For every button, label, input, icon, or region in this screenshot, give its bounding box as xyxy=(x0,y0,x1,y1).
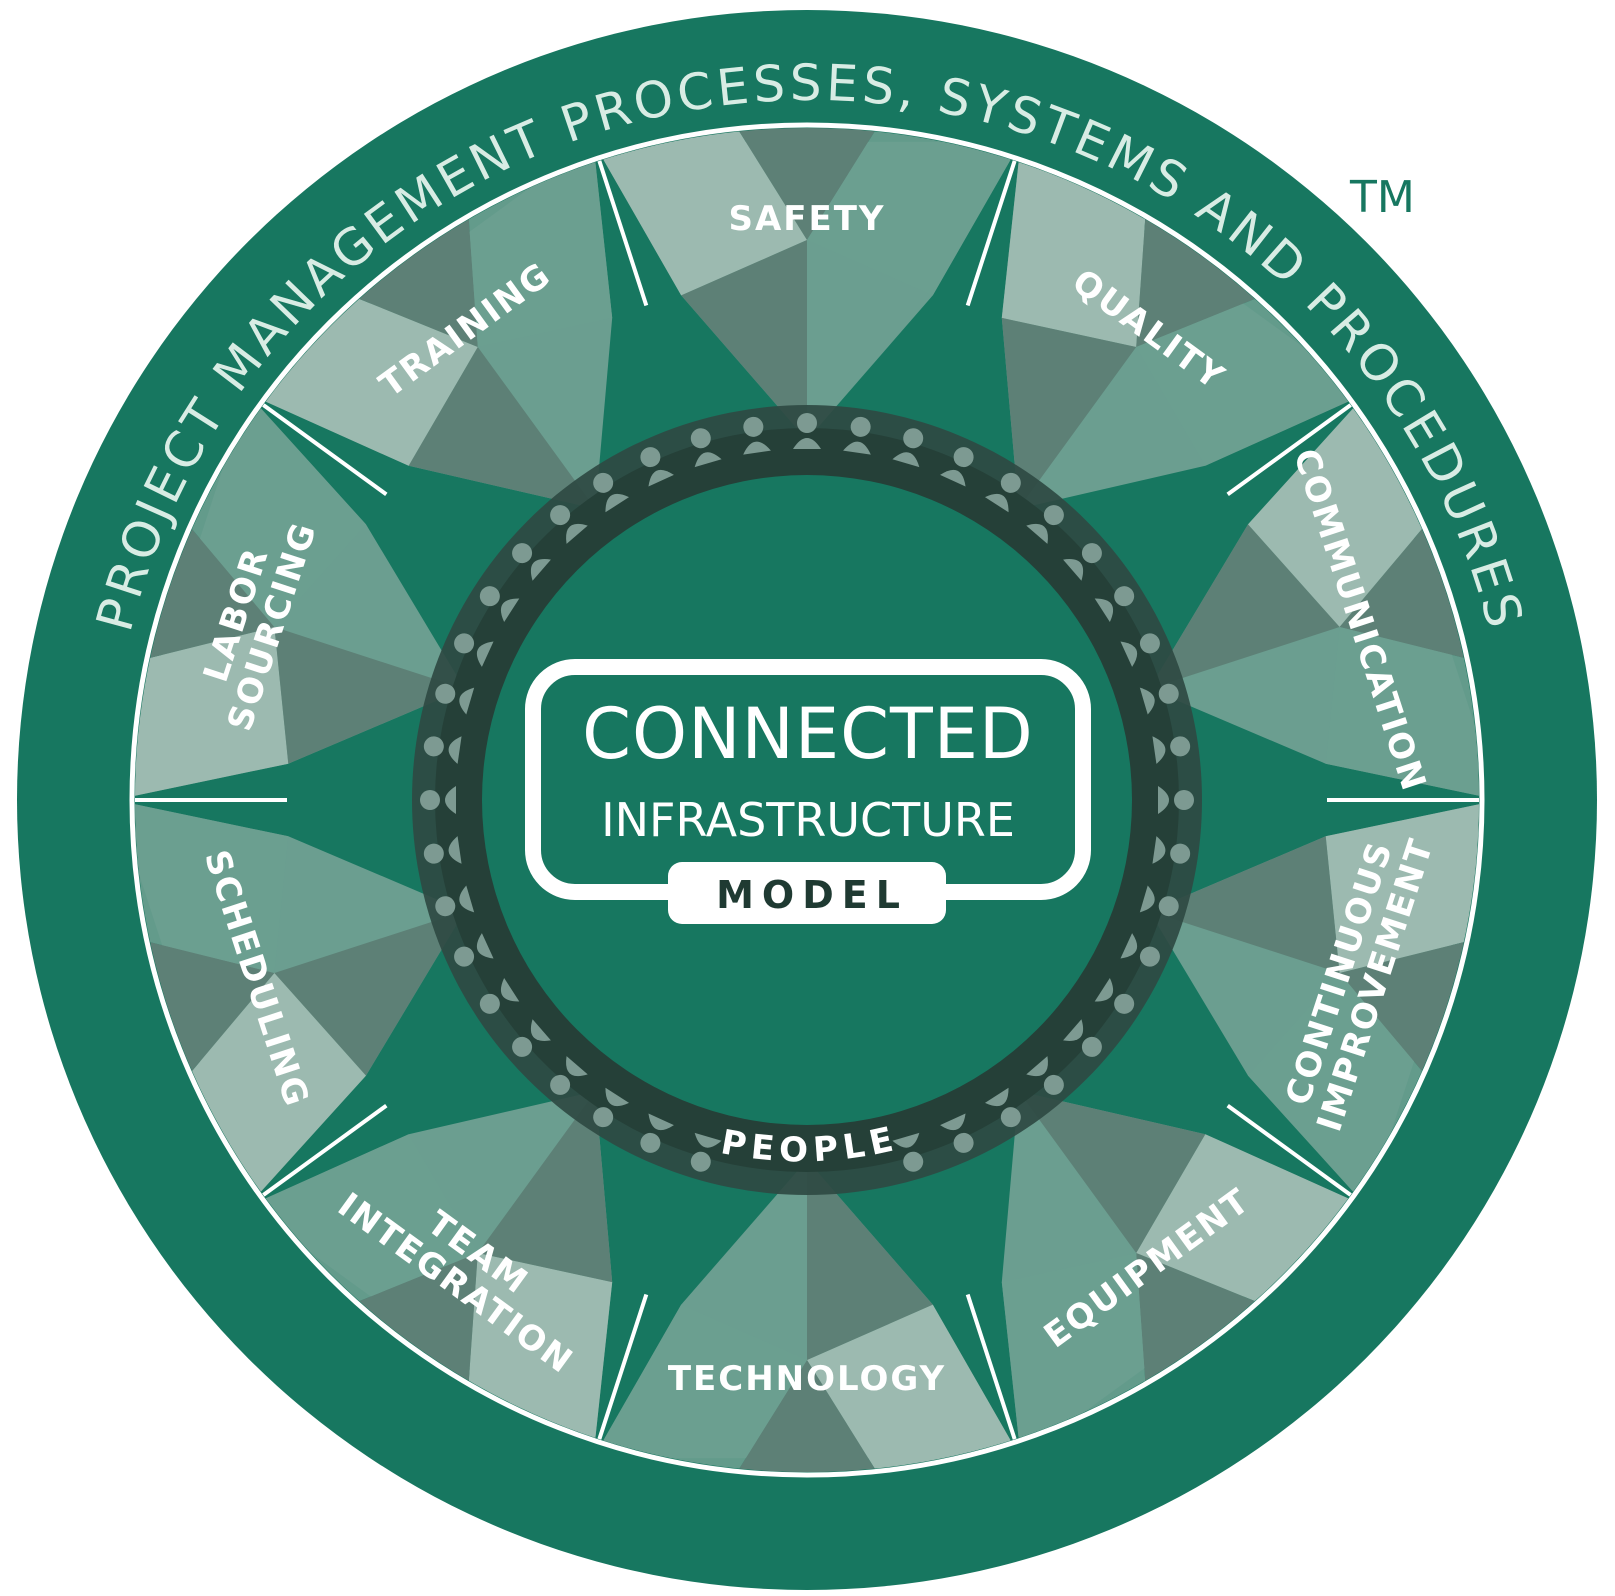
title-line-infrastructure: INFRASTRUCTURE xyxy=(601,793,1015,847)
person-head xyxy=(1174,790,1194,810)
segment-label-safety: SAFETY xyxy=(728,199,885,239)
person-head xyxy=(797,413,817,433)
model-badge-label: MODEL xyxy=(716,873,908,917)
segment-label-line: TECHNOLOGY xyxy=(668,1359,946,1399)
title-line-connected: CONNECTED xyxy=(582,693,1034,775)
person-head xyxy=(420,790,440,810)
trademark-mark: TM xyxy=(1349,172,1415,223)
segment-label-technology: TECHNOLOGY xyxy=(668,1359,946,1399)
segment-label-line: SAFETY xyxy=(728,199,885,239)
